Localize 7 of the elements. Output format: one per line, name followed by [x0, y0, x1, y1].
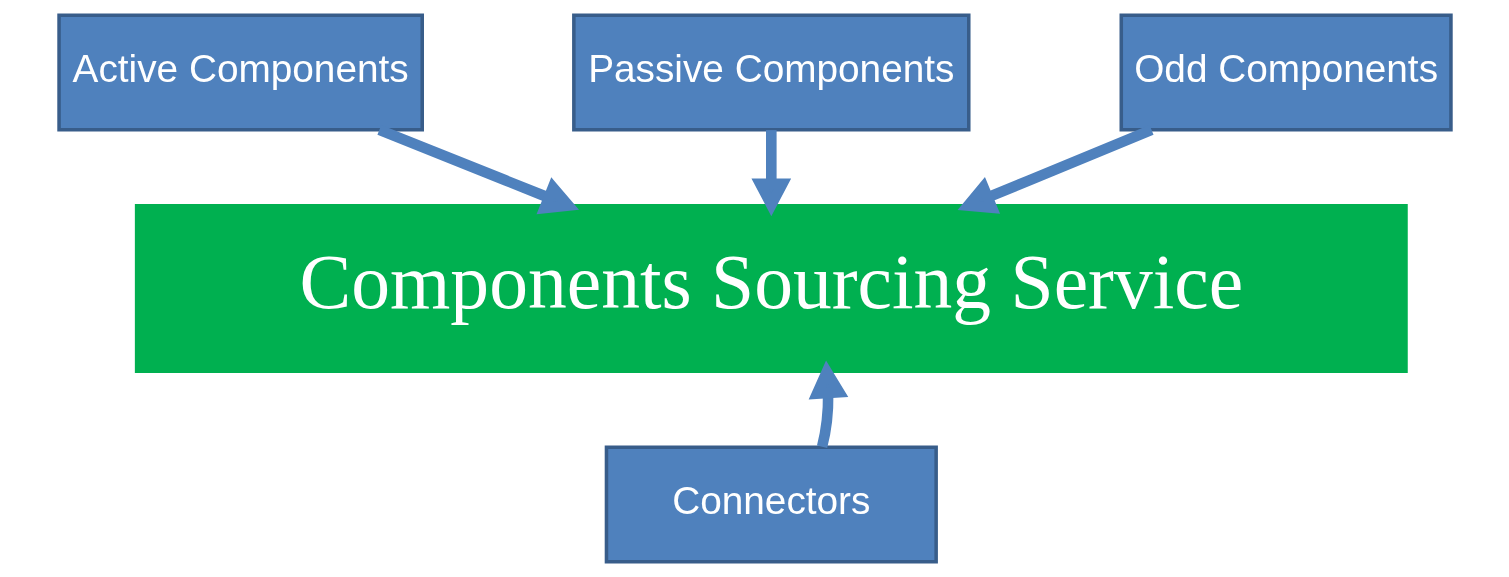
node-box: Connectors: [604, 445, 938, 564]
node-box: Components Sourcing Service: [134, 203, 1408, 374]
node-box: Active Components: [56, 13, 424, 132]
arrow: [808, 360, 848, 448]
node-box: Passive Components: [571, 13, 971, 132]
arrow: [750, 130, 791, 217]
node-box: Odd Components: [1119, 13, 1453, 132]
